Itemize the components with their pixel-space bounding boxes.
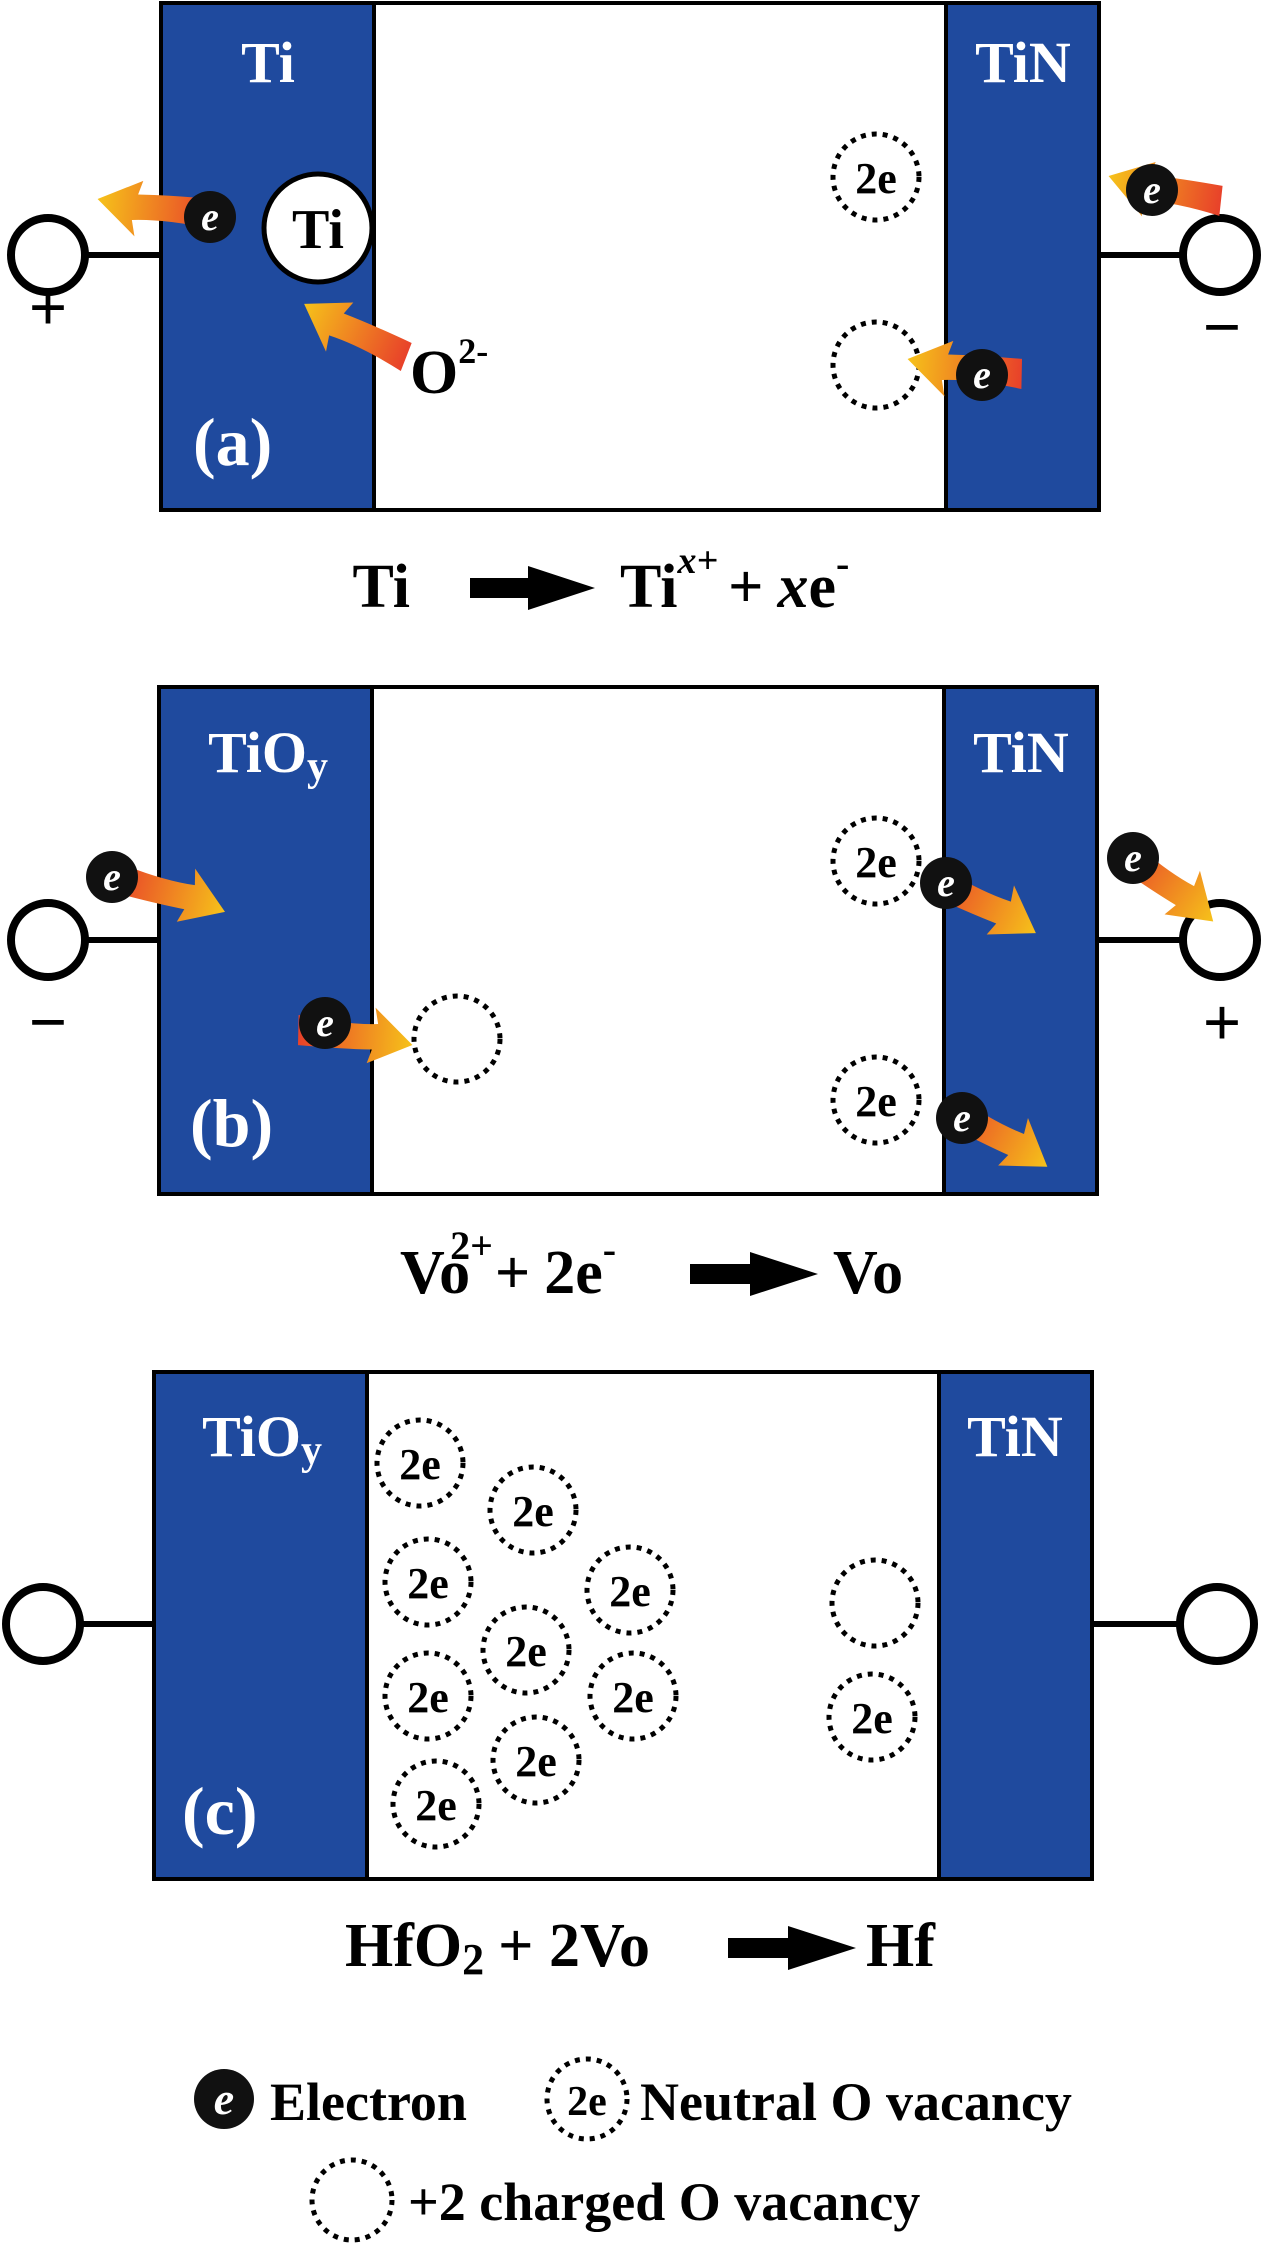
panel-b: TiOy TiN − + e e 2e e 2e e e (b) [7, 685, 1261, 1307]
panel-tag: (b) [190, 1085, 273, 1161]
right-terminal [1176, 1583, 1258, 1665]
right-terminal [1179, 214, 1261, 296]
electron-symbol: e [1143, 167, 1161, 212]
left-terminal [2, 1583, 84, 1665]
electron-symbol: e [201, 194, 219, 239]
panel-tag: (c) [182, 1773, 257, 1849]
left-electrode-label: TiOy [208, 720, 328, 790]
reaction-arrow [690, 1252, 818, 1296]
vacancy-label: 2e [851, 1694, 893, 1743]
left-polarity-sign: − [29, 984, 68, 1060]
electron-icon [1107, 832, 1159, 884]
left-electrode-label: TiOy [202, 1404, 322, 1474]
neutral-vacancy [487, 1464, 579, 1556]
neutral-vacancy [826, 1671, 918, 1763]
neutral-vacancy [584, 1544, 676, 1636]
vacancy-label: 2e [855, 838, 897, 887]
legend-electron-label: Electron [270, 2072, 467, 2132]
panel-c: TiOy TiN 2e 2e 2e 2e 2e 2e 2e 2e 2e [2, 1370, 1258, 1984]
electron-icon [86, 851, 138, 903]
right-terminal [1179, 899, 1261, 981]
equation-reactant: HfO2+ 2Vo [345, 1912, 650, 1984]
neutral-vacancy-icon [544, 2056, 630, 2142]
electron-icon [936, 1092, 988, 1144]
charged-vacancy-icon [309, 2157, 395, 2243]
electron-symbol: e [214, 2073, 234, 2124]
neutral-vacancy [382, 1650, 474, 1742]
legend-charged-vacancy-label: +2 charged O vacancy [408, 2172, 920, 2232]
left-polarity-sign: + [29, 269, 68, 345]
vacancy-label: 2e [505, 1627, 547, 1676]
electron-symbol: e [953, 1095, 971, 1140]
left-terminal [7, 899, 89, 981]
neutral-vacancy [830, 815, 922, 907]
electron-icon [194, 2069, 254, 2129]
left-electrode [152, 1370, 369, 1881]
legend: e Electron 2e Neutral O vacancy +2 charg… [194, 2056, 1072, 2243]
right-electrode-label: TiN [973, 720, 1069, 785]
neutral-vacancy [830, 131, 922, 223]
electron-symbol: e [973, 352, 991, 397]
equation-b: Vo2++2e- Vo [400, 1223, 903, 1307]
left-electrode-label: Ti [241, 30, 295, 95]
equation-product: Vo [833, 1239, 903, 1307]
charged-vacancy [830, 319, 922, 411]
equation-reactant: Ti [353, 553, 410, 621]
right-electrode [944, 1, 1101, 512]
vacancy-label: 2e [399, 1440, 441, 1489]
equation-product: Tix++xe- [620, 540, 849, 621]
electron-symbol: e [1124, 835, 1142, 880]
panel-a: Ti TiN + − Ti e O2- 2e e e (a) Ti [7, 1, 1261, 621]
panel-tag: (a) [193, 404, 272, 480]
left-electrode [157, 685, 374, 1196]
equation-reactant: Vo2++2e- [400, 1223, 616, 1307]
reaction-arrow [728, 1926, 856, 1970]
equation-a: Ti Tix++xe- [353, 540, 850, 621]
legend-neutral-vacancy-label: Neutral O vacancy [640, 2072, 1072, 2132]
electron-symbol: e [103, 854, 121, 899]
neutral-vacancy [480, 1604, 572, 1696]
vacancy-label: 2e [407, 1559, 449, 1608]
vacancy-label: 2e [515, 1737, 557, 1786]
equation-product: Hf [866, 1912, 936, 1980]
vacancy-label: 2e [609, 1567, 651, 1616]
legend-vacancy-symbol: 2e [567, 2079, 607, 2125]
vacancy-label: 2e [855, 154, 897, 203]
electron-icon [184, 191, 236, 243]
equation-c: HfO2+ 2Vo Hf [345, 1912, 936, 1984]
left-terminal [7, 214, 89, 296]
electron-symbol: e [937, 860, 955, 905]
electron-icon [299, 997, 351, 1049]
electron-icon [920, 857, 972, 909]
right-electrode-label: TiN [975, 30, 1071, 95]
neutral-vacancy [587, 1650, 679, 1742]
vacancy-label: 2e [512, 1487, 554, 1536]
electron-icon [1126, 164, 1178, 216]
neutral-vacancy [490, 1714, 582, 1806]
right-electrode [937, 1370, 1094, 1881]
charged-vacancy [411, 993, 503, 1085]
neutral-vacancy [830, 1054, 922, 1146]
ti-atom [261, 171, 375, 285]
charged-vacancy [829, 1557, 921, 1649]
reaction-arrow [470, 566, 595, 610]
vacancy-label: 2e [855, 1077, 897, 1126]
neutral-vacancy [382, 1536, 474, 1628]
electron-icon [956, 349, 1008, 401]
right-electrode-label: TiN [967, 1404, 1063, 1469]
neutral-vacancy [374, 1417, 466, 1509]
vacancy-filament: 2e 2e 2e 2e 2e 2e 2e 2e 2e [374, 1417, 679, 1850]
right-polarity-sign: + [1203, 984, 1242, 1060]
vacancy-label: 2e [612, 1673, 654, 1722]
oxygen-ion-label: O2- [410, 331, 488, 407]
neutral-vacancy [390, 1758, 482, 1850]
vacancy-label: 2e [415, 1781, 457, 1830]
electron-symbol: e [316, 1000, 334, 1045]
right-polarity-sign: − [1203, 289, 1242, 365]
vacancy-label: 2e [407, 1673, 449, 1722]
ti-atom-label: Ti [292, 199, 344, 261]
